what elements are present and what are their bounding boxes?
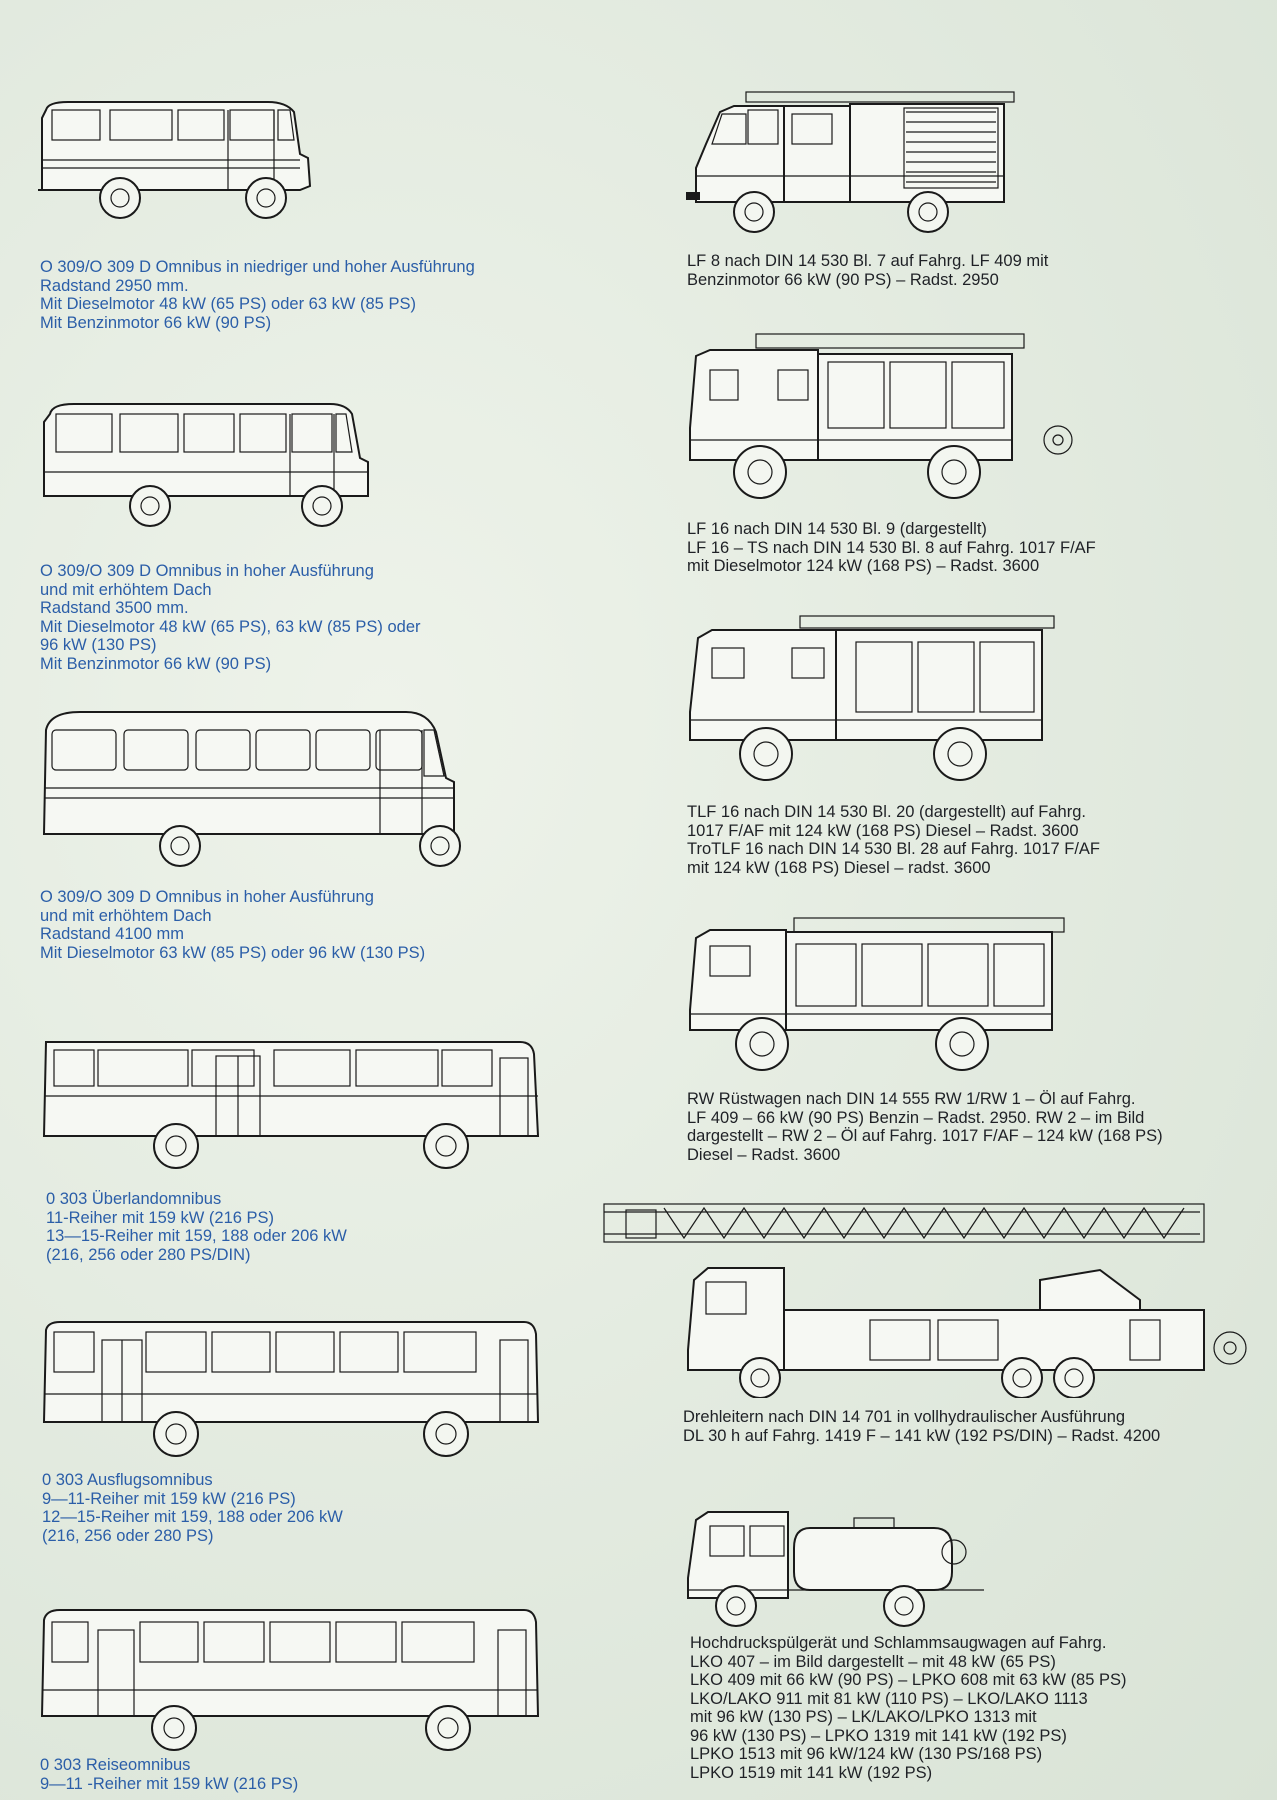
o303-ausflug-drawing xyxy=(40,1318,560,1463)
tlf16-fire-truck-drawing xyxy=(686,612,1070,792)
o303-reise-drawing xyxy=(38,1606,560,1756)
caption-o309-long: O 309/O 309 D Omnibus in hoher Ausführun… xyxy=(40,888,426,962)
minibus-medium-drawing xyxy=(40,398,412,553)
caption-o303-reise: 0 303 Reiseomnibus 9—11 -Reiher mit 159 … xyxy=(40,1756,299,1793)
caption-tlf16: TLF 16 nach DIN 14 530 Bl. 20 (dargestel… xyxy=(687,803,1101,877)
lf16-fire-truck-drawing xyxy=(686,332,1086,507)
minibus-short-drawing xyxy=(38,98,350,248)
caption-o303-ausflug: 0 303 Ausflugsomnibus 9—11-Reiher mit 15… xyxy=(42,1471,343,1545)
caption-o303-ueberland: 0 303 Überlandomnibus 11-Reiher mit 159 … xyxy=(46,1190,347,1264)
caption-o309-medium: O 309/O 309 D Omnibus in hoher Ausführun… xyxy=(40,562,421,673)
rw-ruestwagen-drawing xyxy=(686,910,1084,1080)
caption-lf16: LF 16 nach DIN 14 530 Bl. 9 (dargestellt… xyxy=(687,520,1096,575)
lf8-fire-truck-drawing xyxy=(686,90,1022,240)
caption-drehleiter: Drehleitern nach DIN 14 701 in vollhydra… xyxy=(683,1408,1161,1445)
caption-lf8: LF 8 nach DIN 14 530 Bl. 7 auf Fahrg. LF… xyxy=(687,252,1049,289)
caption-rw: RW Rüstwagen nach DIN 14 555 RW 1/RW 1 –… xyxy=(687,1090,1163,1164)
o303-ueberland-drawing xyxy=(40,1034,560,1179)
caption-o309-short: O 309/O 309 D Omnibus in niedriger und h… xyxy=(40,258,475,332)
drehleiter-truck-drawing xyxy=(600,1200,1252,1398)
minibus-long-drawing xyxy=(40,708,492,878)
hochdruckspuelgeraet-truck-drawing xyxy=(684,1490,1006,1630)
caption-hochdruckspuelgeraet: Hochdruckspülgerät und Schlammsaugwagen … xyxy=(690,1634,1127,1782)
